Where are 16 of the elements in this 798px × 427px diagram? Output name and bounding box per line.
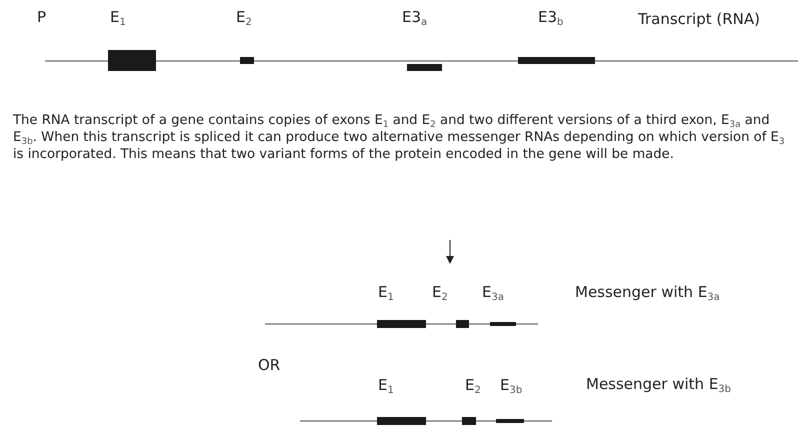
alternative-label: OR	[258, 356, 280, 374]
exon-label: E$_{2}$	[465, 376, 481, 394]
gene-label: Transcript (RNA)	[638, 10, 760, 28]
description-paragraph: The RNA transcript of a gene contains copies of exons E$_{1}$ and E$_{2}$ and two different versions of a third exon, E$_{3a}$ and E$_{3b}$. When this transcript is spliced it can produce two alternative messenger RNAs depending on which version of E$_{3}$ is incorporated. This means that two variant forms of the protein encoded in the gene will be made.	[13, 112, 786, 163]
exon-label: E$_{3b}$	[500, 376, 522, 394]
exon-label: E$_{2}$	[236, 8, 252, 26]
messenger-label: Messenger with E$_{3a}$	[575, 283, 720, 301]
exon-label: E$_{1}$	[378, 376, 394, 394]
exon-label: E$_{2}$	[432, 283, 448, 301]
messenger-label: Messenger with E$_{3b}$	[586, 375, 732, 393]
exon-label: E$_{1}$	[110, 8, 126, 26]
exon-label: E$_{1}$	[378, 283, 394, 301]
exon-label: E$_{3a}$	[482, 283, 504, 301]
promoter-label: P	[37, 8, 46, 26]
exon-label: E3$_{b}$	[538, 8, 564, 26]
exon-label: E3$_{a}$	[402, 8, 428, 26]
